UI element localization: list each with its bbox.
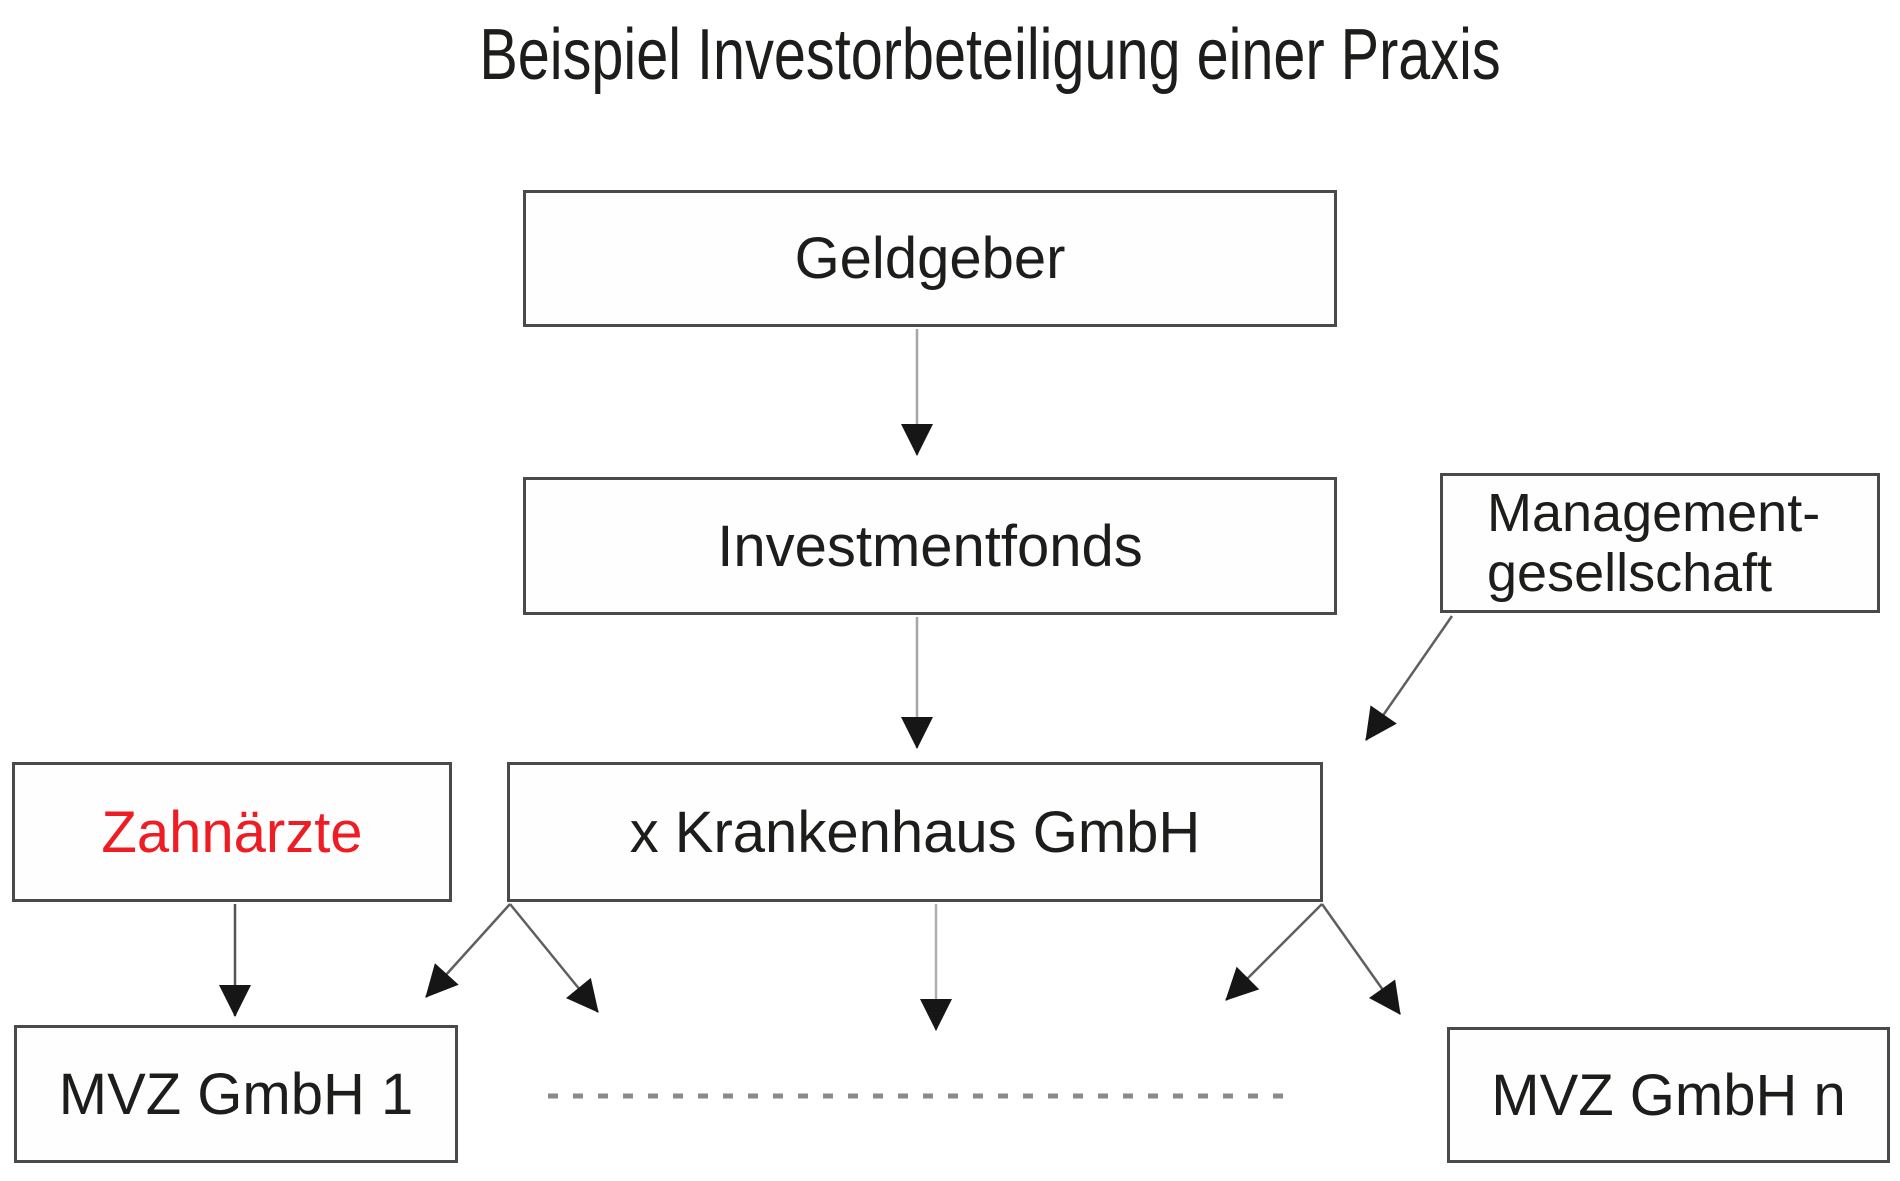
arrow-krankenhaus-to-mvzn: [1320, 903, 1402, 1015]
node-investmentfonds: Investmentfonds: [523, 477, 1337, 615]
node-managementgesellschaft-label: Management- gesellschaft: [1487, 483, 1820, 604]
node-mvz-gmbh-1-label: MVZ GmbH 1: [58, 1061, 414, 1127]
node-mvz-gmbh-1: MVZ GmbH 1: [14, 1025, 458, 1163]
node-zahnaerzte: Zahnärzte: [12, 762, 452, 902]
node-managementgesellschaft-label-line2: gesellschaft: [1487, 543, 1773, 603]
node-geldgeber: Geldgeber: [523, 190, 1337, 327]
node-krankenhaus-label: x Krankenhaus GmbH: [629, 799, 1201, 865]
node-zahnaerzte-label: Zahnärzte: [101, 799, 363, 865]
arrow-krankenhaus-to-dots-right: [1225, 903, 1323, 1001]
arrow-management-to-krankenhaus: [1364, 615, 1454, 741]
node-managementgesellschaft-label-line1: Management-: [1487, 482, 1821, 543]
node-managementgesellschaft: Management- gesellschaft: [1440, 473, 1880, 613]
arrow-krankenhaus-to-dots-left: [509, 903, 599, 1013]
node-geldgeber-label: Geldgeber: [794, 226, 1066, 291]
node-investmentfonds-label: Investmentfonds: [717, 513, 1143, 579]
node-mvz-gmbh-n: MVZ GmbH n: [1447, 1027, 1890, 1163]
diagram-title: Beispiel Investorbeteiligung einer Praxi…: [479, 15, 1501, 95]
node-krankenhaus: x Krankenhaus GmbH: [507, 762, 1323, 902]
arrow-krankenhaus-to-mvz1: [425, 903, 511, 998]
node-mvz-gmbh-n-label: MVZ GmbH n: [1491, 1062, 1846, 1128]
